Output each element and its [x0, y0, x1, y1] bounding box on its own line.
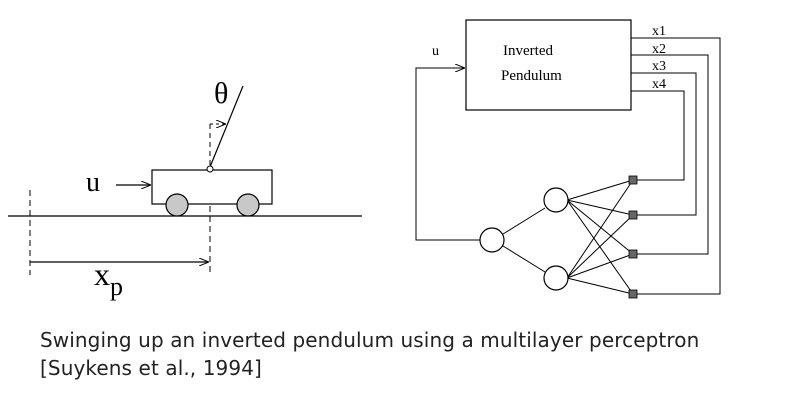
mlp-connections [502, 179, 634, 295]
output-line-x4 [631, 90, 685, 181]
block-label-line2: Pendulum [501, 68, 562, 84]
output-line-x2 [631, 54, 709, 255]
mlp-input-node-4 [628, 175, 638, 185]
mlp-hidden-neuron-2 [543, 265, 569, 291]
control-feedback-line [415, 68, 480, 241]
output-line-x3 [631, 72, 697, 216]
inverted-pendulum-block [465, 19, 632, 111]
cart-pole-diagram: θ u xp [8, 77, 362, 301]
cart-wheel-right [236, 193, 260, 217]
cart-wheel-left [165, 193, 189, 217]
output-line-x1 [631, 37, 721, 295]
mlp-input-node-1 [628, 289, 638, 299]
xp-label: xp [94, 256, 123, 301]
input-u-label: u [432, 44, 439, 59]
figure-caption: Swinging up an inverted pendulum using a… [40, 328, 700, 380]
force-u-label: u [86, 167, 100, 198]
mlp-input-node-3 [628, 210, 638, 220]
output-label-x1: x1 [652, 24, 666, 39]
mlp-input-node-2 [628, 249, 638, 259]
mlp-output-neuron [479, 227, 505, 253]
output-label-x4: x4 [652, 77, 666, 92]
block-label-line1: Inverted [503, 43, 553, 59]
mlp-hidden-neuron-1 [543, 187, 569, 213]
control-loop-diagram: Inverted Pendulum u x1 x2 x3 x4 [415, 19, 721, 299]
theta-label: θ [214, 77, 228, 110]
output-label-x2: x2 [652, 42, 666, 57]
pendulum-rod [209, 85, 244, 168]
output-label-x3: x3 [652, 59, 666, 74]
pendulum-pivot [206, 165, 214, 173]
